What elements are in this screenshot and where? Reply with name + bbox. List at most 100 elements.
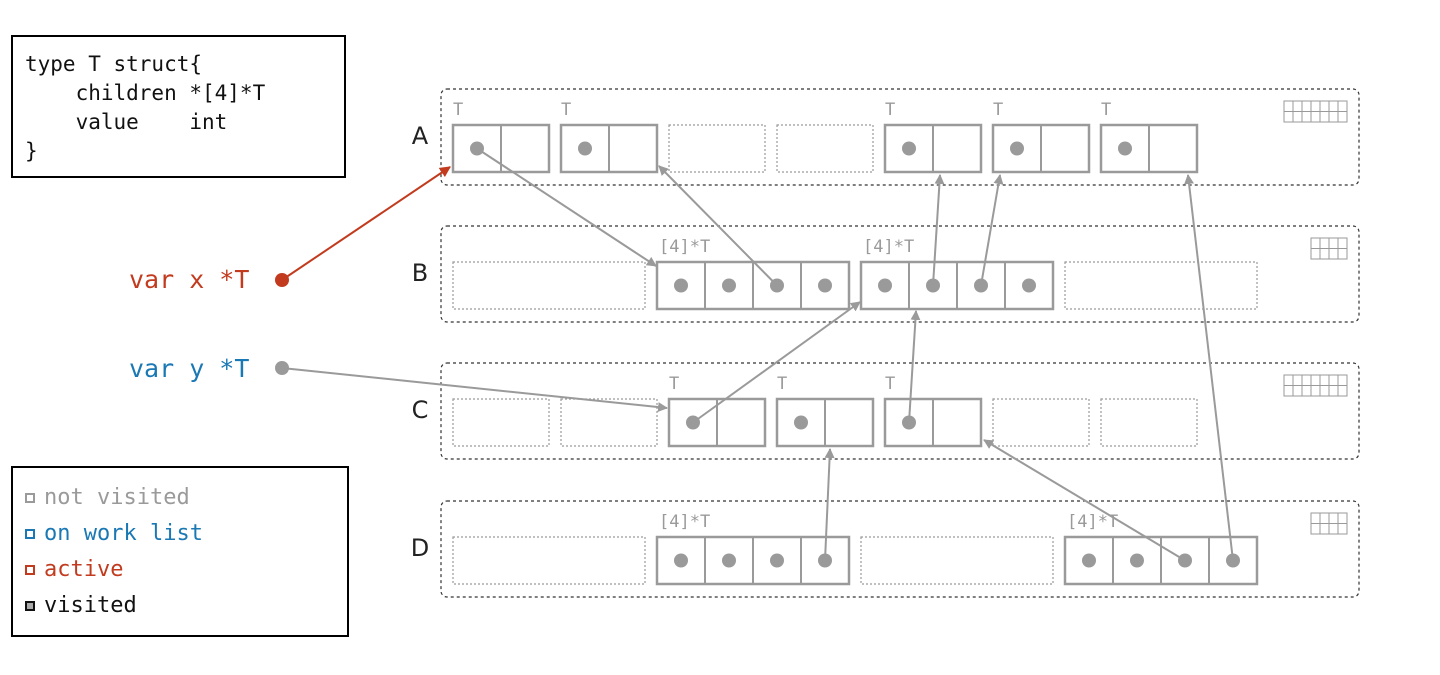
pointer-arrow [476,147,657,267]
code-line: } [25,139,38,163]
pointer-arrow [692,301,861,424]
code-line: type T struct{ [25,52,203,76]
pointer-dot [1022,278,1036,293]
pointer-dot [674,278,688,293]
free-slot [452,398,550,447]
pointer-arrow-active [281,166,451,281]
object-type-label: [4]*T [659,512,710,532]
page-label-a: A [411,122,429,150]
pointer-dot [722,553,736,568]
object-type-label: T [561,100,571,120]
object-type-label: T [885,100,895,120]
pointer-arrow [908,310,921,423]
free-slot [776,124,874,173]
legend-swatch [25,565,35,575]
free-slot [452,261,646,310]
page-border [440,362,1360,460]
legend-item-on-work-list: on work list [25,521,203,547]
code-line: value int [25,110,228,134]
object-t: T [883,374,983,448]
object-t: T [559,100,659,174]
object-t: T [451,100,551,174]
object-type-label: T [777,374,787,394]
page-bitmap-icon [1310,237,1348,260]
object-type-label: T [669,374,679,394]
page-a: T T T T T [440,88,1360,186]
var-x-pointer-dot [275,273,289,287]
object-type-label: T [885,374,895,394]
object-t: T [667,374,767,448]
pointer-arrow [980,174,1004,286]
page-bitmap-icon [1283,100,1348,123]
pointer-dot [722,278,736,293]
page-label-d: D [410,534,430,562]
pointer-dot [818,278,832,293]
free-slot [1064,261,1258,310]
free-slot [992,398,1090,447]
legend-label: not visited [44,485,190,510]
page-border [440,88,1360,186]
code-line: children *[4]*T [25,81,266,105]
object-type-label: T [1101,100,1111,120]
object-t: T [883,100,983,174]
legend-swatch [25,601,35,611]
page-label-b: B [411,259,429,287]
object-array: [4]*T [655,237,851,311]
object-array: [4]*T [655,512,851,586]
pointer-dot [1082,553,1096,568]
object-type-label: [4]*T [863,237,914,257]
object-t: T [775,374,875,448]
legend-swatch [25,529,35,539]
object-type-label: [4]*T [1067,512,1118,532]
pointer-arrows [281,147,1234,562]
pointer-dot [1118,141,1132,156]
pointer-dot [1130,553,1144,568]
pointer-arrow [824,448,835,561]
page-b: [4]*T [4]*T [440,225,1360,323]
object-array: [4]*T [859,237,1055,311]
pointer-arrow [932,174,945,286]
page-border [440,500,1360,598]
pointer-arrow [658,165,778,287]
object-type-label: [4]*T [659,237,710,257]
object-t: T [1099,100,1199,174]
free-slot [1100,398,1198,447]
free-slot [452,536,646,585]
pointer-arrow [281,367,668,413]
legend-label: active [44,557,124,582]
pointer-dot [674,553,688,568]
struct-code: type T struct{ children *[4]*T value int… [25,50,265,166]
var-y-pointer-dot [275,361,289,375]
pointer-dot [878,278,892,293]
object-t: T [991,100,1091,174]
pointer-arrow [1184,174,1234,561]
active-pointer [275,166,451,287]
pointer-arrow [983,439,1186,562]
free-slot [560,398,658,447]
free-slot [668,124,766,173]
struct-definition-box: type T struct{ children *[4]*T value int… [11,35,346,178]
legend: not visited on work list active visited [11,466,349,637]
page-d: [4]*T [4]*T [440,500,1360,598]
var-x-label: var x *T [129,265,250,294]
pointer-dot [770,553,784,568]
object-type-label: T [993,100,1003,120]
page-c: T T T [440,362,1360,460]
page-bitmap-icon [1310,512,1348,535]
object-type-label: T [453,100,463,120]
var-y-label: var y *T [129,354,250,383]
legend-swatch [25,493,35,503]
page-border [440,225,1360,323]
legend-item-not-visited: not visited [25,485,190,511]
legend-label: on work list [44,521,203,546]
page-label-c: C [411,396,429,424]
legend-item-visited: visited [25,593,137,619]
pointer-dot [1010,141,1024,156]
page-bitmap-icon [1283,374,1348,397]
pointer-dot [794,415,808,430]
pointer-dot [578,141,592,156]
legend-item-active: active [25,557,123,583]
legend-label: visited [44,593,137,618]
free-slot [860,536,1054,585]
